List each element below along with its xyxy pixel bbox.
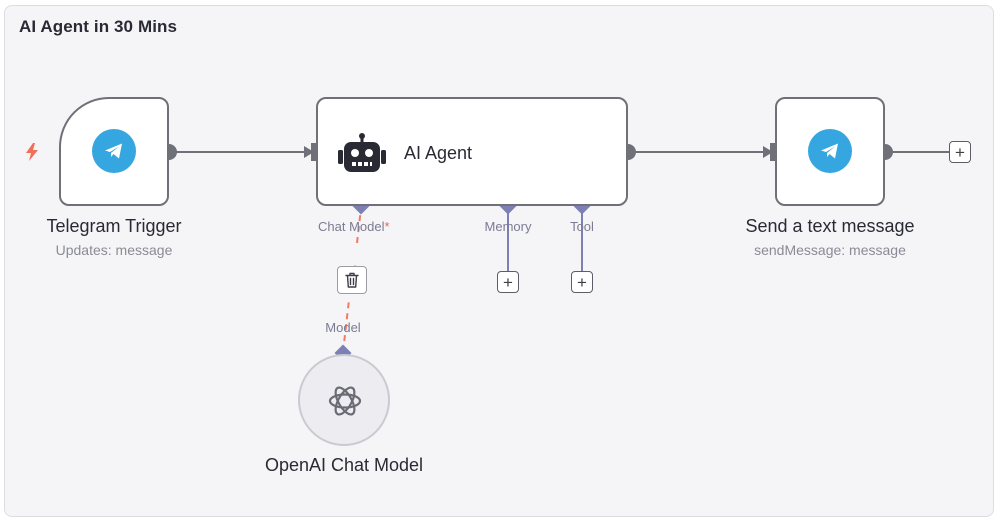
agent-input-port <box>311 143 319 161</box>
openai-icon <box>328 386 362 416</box>
send-message-label: Send a text message <box>745 216 915 236</box>
send-message-subtitle: sendMessage: message <box>754 242 906 258</box>
add-tool-button[interactable]: + <box>571 271 593 293</box>
model-port-label: Model <box>325 320 361 335</box>
required-marker: * <box>384 219 390 234</box>
chat-model-port-label: Chat Model* <box>318 219 390 234</box>
memory-port-label: Memory <box>484 219 532 234</box>
openai-chat-model-label: OpenAI Chat Model <box>264 455 424 475</box>
openai-chat-model-node[interactable] <box>298 354 390 446</box>
send-message-node[interactable] <box>775 97 885 206</box>
telegram-icon <box>92 129 136 173</box>
add-node-button[interactable]: + <box>949 141 971 163</box>
telegram-trigger-node[interactable] <box>59 97 169 206</box>
add-memory-button[interactable]: + <box>497 271 519 293</box>
send-input-port <box>770 143 778 161</box>
workflow-title: AI Agent in 30 Mins <box>19 17 178 36</box>
tool-port-label: Tool <box>570 219 594 234</box>
telegram-trigger-subtitle: Updates: message <box>55 242 173 258</box>
telegram-trigger-label: Telegram Trigger <box>46 216 182 236</box>
telegram-icon <box>808 129 852 173</box>
trash-icon <box>345 272 359 288</box>
delete-connection-button[interactable] <box>337 266 367 294</box>
arrow-head <box>763 146 773 158</box>
robot-icon <box>338 133 386 172</box>
arrow-head <box>304 146 314 158</box>
ai-agent-node[interactable]: AI Agent <box>316 97 628 206</box>
trigger-bolt-icon <box>26 143 38 161</box>
ai-agent-label: AI Agent <box>404 143 473 163</box>
workflow-canvas[interactable] <box>4 5 994 517</box>
